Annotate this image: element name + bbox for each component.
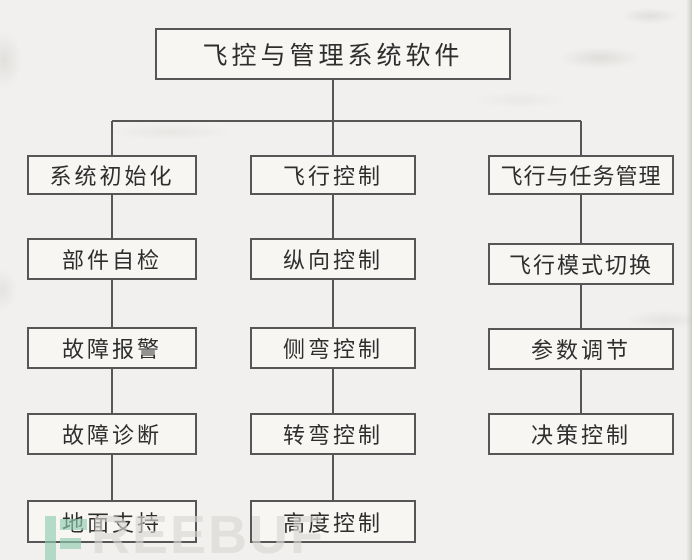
node-label: 飞行模式切换 <box>508 253 653 278</box>
node-label: 部件自检 <box>61 248 162 273</box>
node-label: 纵向控制 <box>282 248 383 273</box>
node-label: 飞行与任务管理 <box>500 164 662 189</box>
node-fault-diagnosis: 故障诊断 <box>27 413 197 455</box>
node-ground-support: 地面支持 <box>27 500 197 543</box>
node-turn-control: 转弯控制 <box>250 413 416 455</box>
node-parameter-adjust: 参数调节 <box>488 328 674 370</box>
node-longitudinal-control: 纵向控制 <box>250 238 416 280</box>
node-label: 参数调节 <box>530 338 631 363</box>
node-flight-mode-switch: 飞行模式切换 <box>488 243 674 285</box>
node-label: 高度控制 <box>282 510 383 536</box>
node-system-init: 系统初始化 <box>27 155 197 195</box>
node-component-selfcheck: 部件自检 <box>27 238 197 280</box>
node-label: 飞行控制 <box>282 164 383 189</box>
node-decision-control: 决策控制 <box>488 413 674 455</box>
node-label: 决策控制 <box>530 423 631 448</box>
node-label: 故障诊断 <box>61 423 162 448</box>
node-label: 系统初始化 <box>49 164 175 189</box>
node-root: 飞控与管理系统软件 <box>155 28 511 80</box>
node-label: 转弯控制 <box>282 423 383 448</box>
node-flight-mission-mgmt: 飞行与任务管理 <box>488 155 674 195</box>
node-fault-alarm: 故障报警 <box>27 327 197 369</box>
node-flight-control: 飞行控制 <box>250 155 416 195</box>
node-altitude-control: 高度控制 <box>250 500 416 543</box>
node-label: 地面支持 <box>61 510 162 536</box>
node-label: 故障报警 <box>61 337 162 362</box>
node-label: 侧弯控制 <box>282 337 383 362</box>
node-lateral-bend-control: 侧弯控制 <box>250 327 416 369</box>
node-label: 飞控与管理系统软件 <box>202 43 464 70</box>
